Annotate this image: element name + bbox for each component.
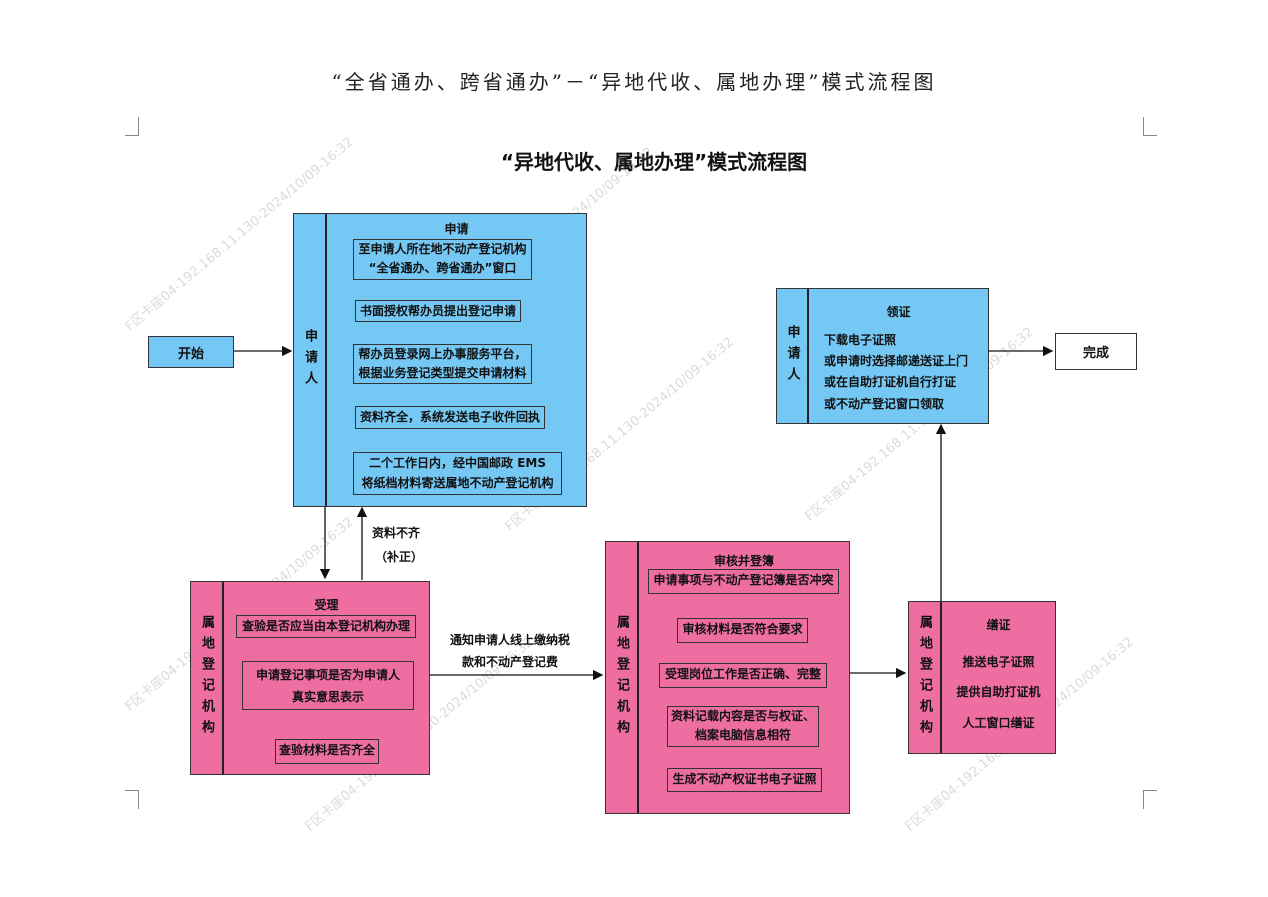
issue-line: 人工窗口缮证 [962,716,1035,730]
finish-node: 完成 [1055,333,1137,370]
apply-box: 申请人 申请 至申请人所在地不动产登记机构“全省通办、跨省通办”窗口 书面授权帮… [293,213,587,507]
return-label: （补正） [375,550,424,564]
lane-label: 申请人 [294,214,327,506]
corner-mark [1143,790,1157,809]
collect-line: 或不动产登记窗口领取 [824,397,945,411]
review-box: 属地登记机构 审核并登簿 申请事项与不动产登记簿是否冲突 审核材料是否符合要求 … [605,541,850,814]
accept-step: 申请登记事项是否为申请人真实意思表示 [242,661,414,710]
apply-step: 帮办员登录网上办事服务平台，根据业务登记类型提交申请材料 [353,344,532,384]
issue-line: 推送电子证照 [962,655,1035,669]
collect-line: 下载电子证照 [824,333,897,347]
apply-step: 至申请人所在地不动产登记机构“全省通办、跨省通办”窗口 [353,239,532,280]
page-title: “全省通办、跨省通办”－“异地代收、属地办理”模式流程图 [331,70,937,94]
review-step: 资料记载内容是否与权证、档案电脑信息相符 [667,706,819,747]
review-step: 审核材料是否符合要求 [677,618,808,643]
review-step: 申请事项与不动产登记簿是否冲突 [648,569,839,594]
apply-step: 资料齐全，系统发送电子收件回执 [355,406,545,429]
corner-mark [125,790,139,809]
accept-box: 属地登记机构 受理 查验是否应当由本登记机构办理 申请登记事项是否为申请人真实意… [190,581,430,775]
notify-label: 款和不动产登记费 [462,655,559,669]
collect-box: 申请人 领证 下载电子证照 或申请时选择邮递送证上门 或在自助打证机自行打证 或… [776,288,989,424]
review-title: 审核并登簿 [713,554,774,568]
lane-label: 属地登记机构 [606,542,639,813]
apply-title: 申请 [444,222,469,236]
lane-label: 申请人 [777,289,809,423]
return-label: 资料不齐 [372,526,421,540]
review-step: 受理岗位工作是否正确、完整 [659,663,827,688]
lane-label: 属地登记机构 [191,582,224,774]
lane-label: 属地登记机构 [909,602,942,753]
corner-mark [1143,117,1157,136]
accept-step: 查验材料是否齐全 [275,739,379,764]
issue-title: 缮证 [986,618,1011,632]
review-step: 生成不动产权证书电子证照 [667,768,822,792]
issue-box: 属地登记机构 缮证 推送电子证照 提供自助打证机 人工窗口缮证 [908,601,1056,754]
collect-line: 或申请时选择邮递送证上门 [824,354,969,368]
issue-line: 提供自助打证机 [956,685,1041,699]
apply-step: 书面授权帮办员提出登记申请 [355,300,521,322]
notify-label: 通知申请人线上缴纳税 [450,633,571,647]
collect-line: 或在自助打证机自行打证 [824,375,957,389]
accept-title: 受理 [314,598,339,612]
corner-mark [125,117,139,136]
diagram-heading: “异地代收、属地办理”模式流程图 [500,150,808,174]
accept-step: 查验是否应当由本登记机构办理 [236,615,416,638]
collect-title: 领证 [886,305,911,319]
start-node: 开始 [148,336,234,368]
